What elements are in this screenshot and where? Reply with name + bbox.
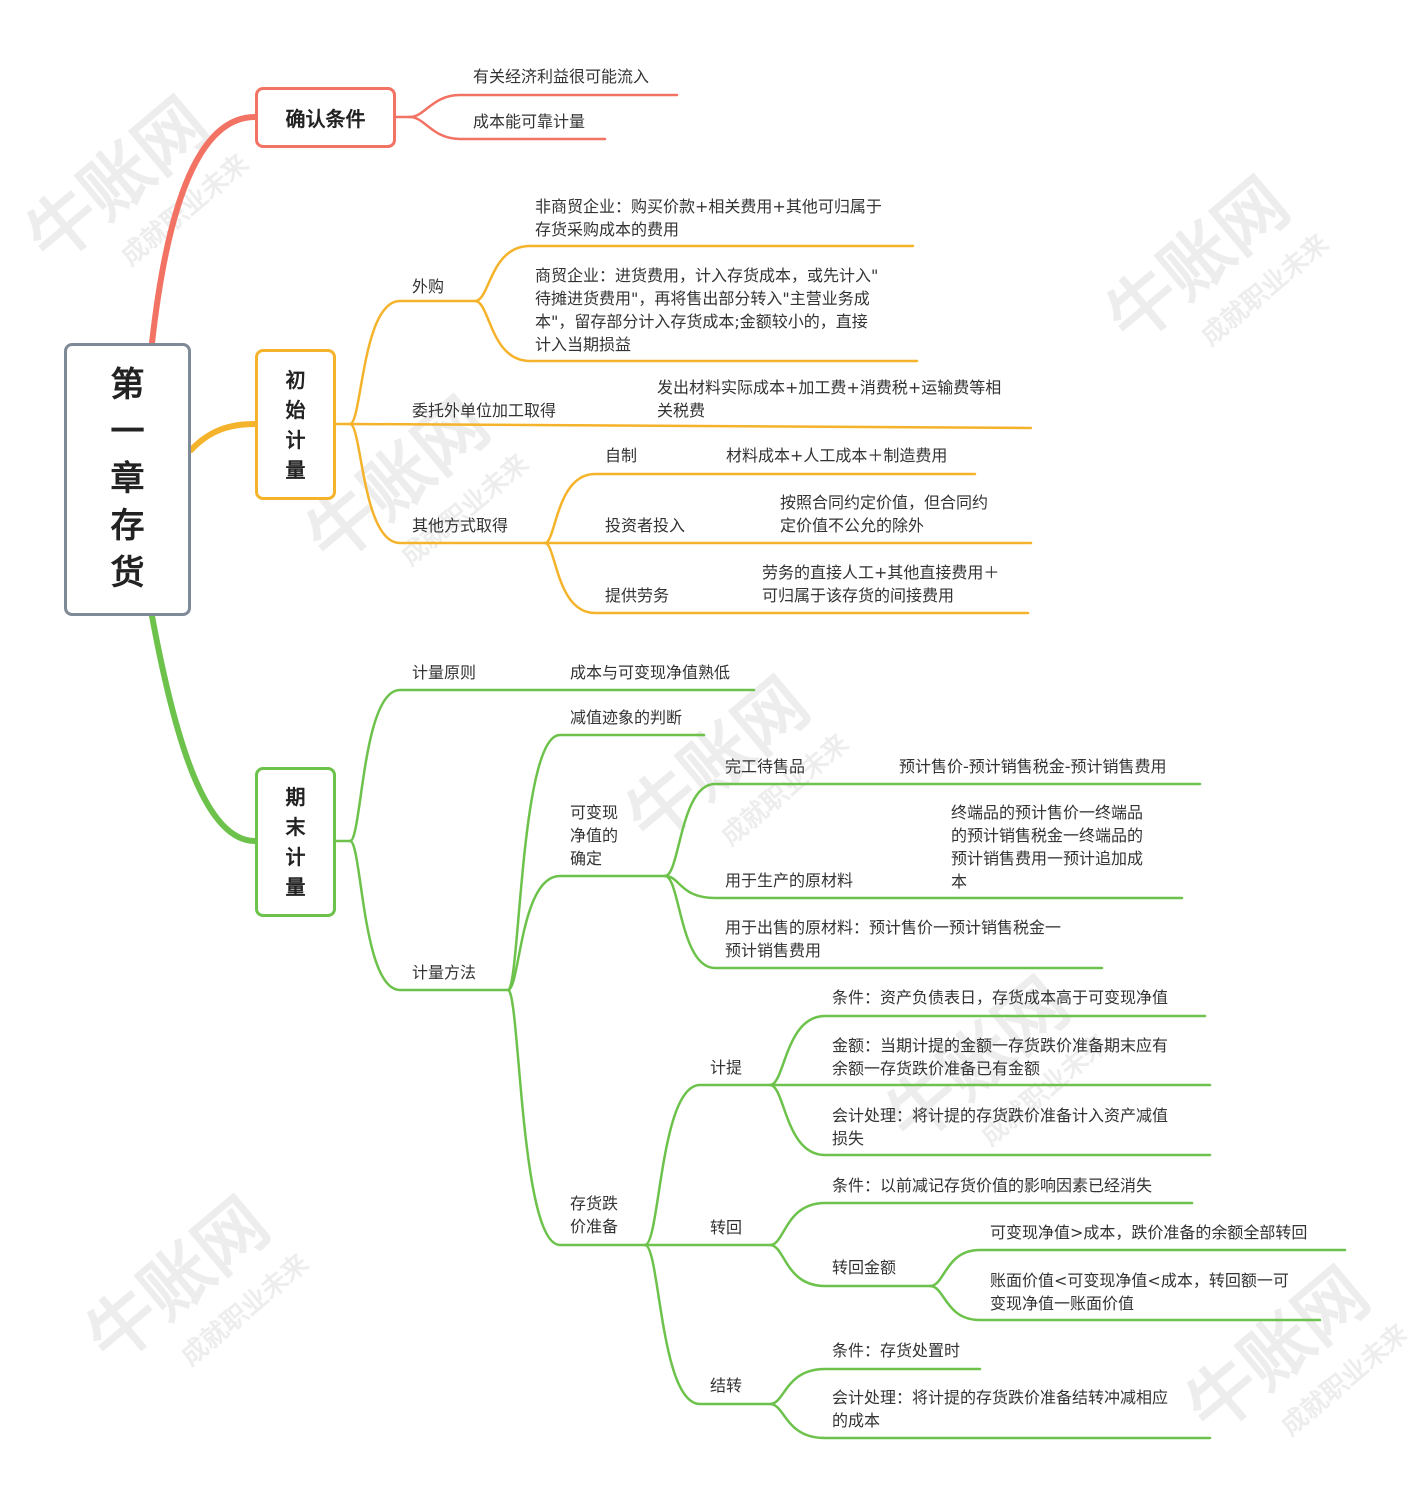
root-to-confirm-connector — [149, 114, 258, 346]
node-non-trade-enterprise[interactable]: 非商贸企业：购买价款+相关费用+其他可归属于 存货采购成本的费用 — [535, 197, 882, 239]
root-title: 第一章存货 — [110, 365, 145, 593]
branch-period-end-measurement[interactable]: 期末计量 — [255, 767, 336, 917]
node-sale-material[interactable]: 用于出售的原材料：预计售价一预计销售税金一 预计销售费用 — [725, 918, 1062, 960]
node-production-material[interactable]: 用于生产的原材料 — [725, 871, 854, 890]
node-reversal[interactable]: 转回 — [710, 1218, 743, 1237]
node-service-cost[interactable]: 劳务的直接人工+其他直接费用＋ 可归属于该存货的间接费用 — [762, 563, 1000, 605]
node-self-made[interactable]: 自制 — [605, 446, 638, 465]
node-accrual-condition[interactable]: 条件：资产负债表日，存货成本高于可变现净值 — [832, 988, 1169, 1007]
node-accrual-amount[interactable]: 金额：当期计提的金额一存货跌价准备期末应有 余额一存货跌价准备已有金额 — [832, 1036, 1169, 1078]
node-partial-reversal[interactable]: 账面价值<可变现净值<成本，转回额一可 变现净值一账面价值 — [990, 1271, 1289, 1313]
node-self-made-cost[interactable]: 材料成本+人工成本＋制造费用 — [726, 446, 948, 465]
node-trade-enterprise[interactable]: 商贸企业：进货费用，计入存货成本，或先计入" 待摊进货费用"，再将售出部分转入"… — [535, 266, 879, 354]
node-measurement-principle[interactable]: 计量原则 — [412, 663, 477, 682]
branch-title: 初始计量 — [285, 367, 306, 482]
root-to-end-connector — [149, 613, 258, 844]
node-impairment-reserve[interactable]: 存货跌 价准备 — [570, 1194, 619, 1236]
node-reversal-condition[interactable]: 条件：以前减记存货价值的影响因素已经消失 — [832, 1176, 1153, 1195]
branch-title: 期末计量 — [285, 785, 306, 899]
node-measurement-method[interactable]: 计量方法 — [412, 963, 477, 982]
branch-confirm-conditions[interactable]: 确认条件 — [255, 87, 396, 148]
node-lower-of-cost-nrv[interactable]: 成本与可变现净值熟低 — [570, 663, 731, 682]
node-transfer[interactable]: 结转 — [710, 1376, 743, 1395]
node-full-reversal[interactable]: 可变现净值>成本，跌价准备的余额全部转回 — [990, 1223, 1308, 1242]
node-nrv-determination[interactable]: 可变现 净值的 确定 — [570, 803, 619, 868]
node-outsourced-processing[interactable]: 委托外单位加工取得 — [412, 401, 557, 420]
node-finished-goods[interactable]: 完工待售品 — [725, 757, 806, 776]
node-reversal-amount[interactable]: 转回金额 — [832, 1258, 897, 1277]
node-provide-service[interactable]: 提供劳务 — [605, 586, 670, 605]
node-investor-value[interactable]: 按照合同约定价值，但合同约 定价值不公允的除外 — [780, 493, 989, 535]
node-transfer-condition[interactable]: 条件：存货处置时 — [832, 1341, 961, 1360]
node-impairment-sign[interactable]: 减值迹象的判断 — [570, 708, 683, 727]
node-reliable-cost[interactable]: 成本能可靠计量 — [473, 112, 586, 131]
node-economic-benefit[interactable]: 有关经济利益很可能流入 — [473, 67, 650, 86]
node-other-methods[interactable]: 其他方式取得 — [412, 516, 509, 535]
node-investor-contribution[interactable]: 投资者投入 — [605, 516, 686, 535]
node-finished-goods-nrv[interactable]: 预计售价-预计销售税金-预计销售费用 — [899, 757, 1167, 776]
node-production-material-nrv[interactable]: 终端品的预计售价一终端品 的预计销售税金一终端品的 预计销售费用一预计追加成 本 — [951, 803, 1144, 891]
node-accrual[interactable]: 计提 — [710, 1058, 743, 1077]
root-topic[interactable]: 第一章存货 — [64, 343, 191, 616]
root-to-initial-connector — [188, 421, 258, 453]
branch-initial-measurement[interactable]: 初始计量 — [255, 349, 336, 500]
node-transfer-accounting[interactable]: 会计处理：将计提的存货跌价准备结转冲减相应 的成本 — [832, 1388, 1169, 1430]
node-outsourced-cost[interactable]: 发出材料实际成本+加工费+消费税+运输费等相 关税费 — [657, 378, 1002, 420]
node-accrual-accounting[interactable]: 会计处理：将计提的存货跌价准备计入资产减值 损失 — [832, 1106, 1169, 1148]
branch-title: 确认条件 — [285, 107, 366, 131]
node-purchase[interactable]: 外购 — [412, 277, 445, 296]
